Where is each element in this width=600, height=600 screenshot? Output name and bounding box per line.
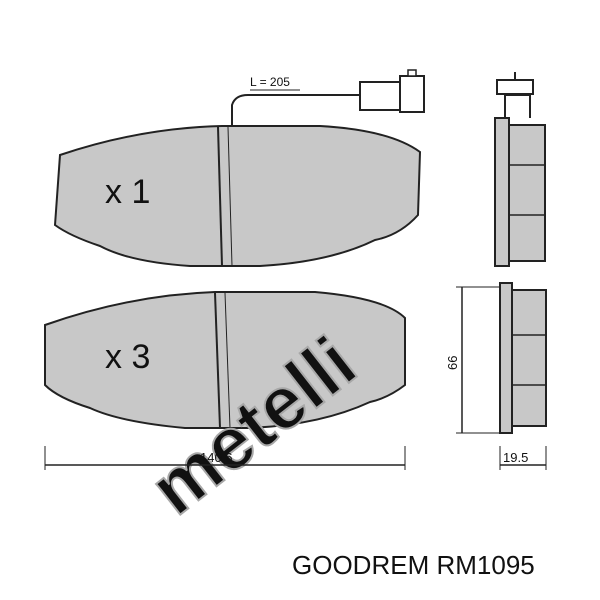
pad-without-sensor <box>44 291 406 429</box>
wire-length-label: L = 205 <box>250 75 290 89</box>
part-caption: GOODREM RM1095 <box>292 545 592 585</box>
sensor-connector-tab <box>407 69 417 77</box>
pad-upper-inner-line <box>227 126 233 267</box>
side-upper-sensor <box>496 79 534 95</box>
sensor-connector-body <box>359 81 401 111</box>
wear-sensor: L = 205 <box>231 69 425 126</box>
thickness-dimension-label: 19.5 <box>503 450 528 465</box>
pad2-quantity-label: x 3 <box>105 338 150 376</box>
brand-name: GOODREM <box>292 550 430 580</box>
side-view-upper <box>494 72 546 267</box>
side-lower-friction <box>511 289 547 427</box>
pad-lower-outline <box>44 291 406 429</box>
side-lower-backplate <box>499 282 513 434</box>
pad-lower-inner-line <box>224 292 231 429</box>
width-dimension-label: 140.6 <box>200 450 233 465</box>
side-upper-backplate <box>494 117 510 267</box>
pad-upper-outline <box>53 125 422 267</box>
pad-with-sensor <box>53 125 422 267</box>
sensor-connector-plug <box>399 75 425 113</box>
height-dimension-label: 66 <box>445 356 460 370</box>
side-upper-clip <box>504 94 531 118</box>
pad1-quantity-label: x 1 <box>105 173 150 211</box>
width-dimension: 140.6 <box>44 446 406 470</box>
pad-upper-chamfer-line <box>217 126 223 267</box>
height-dimension: 66 <box>445 286 500 434</box>
sensor-wire <box>231 94 360 126</box>
pad-lower-chamfer-line <box>214 292 221 429</box>
side-upper-friction <box>508 124 546 262</box>
part-number: RM1095 <box>436 550 535 580</box>
side-view-lower <box>499 282 547 434</box>
thickness-dimension: 19.5 <box>499 446 547 470</box>
